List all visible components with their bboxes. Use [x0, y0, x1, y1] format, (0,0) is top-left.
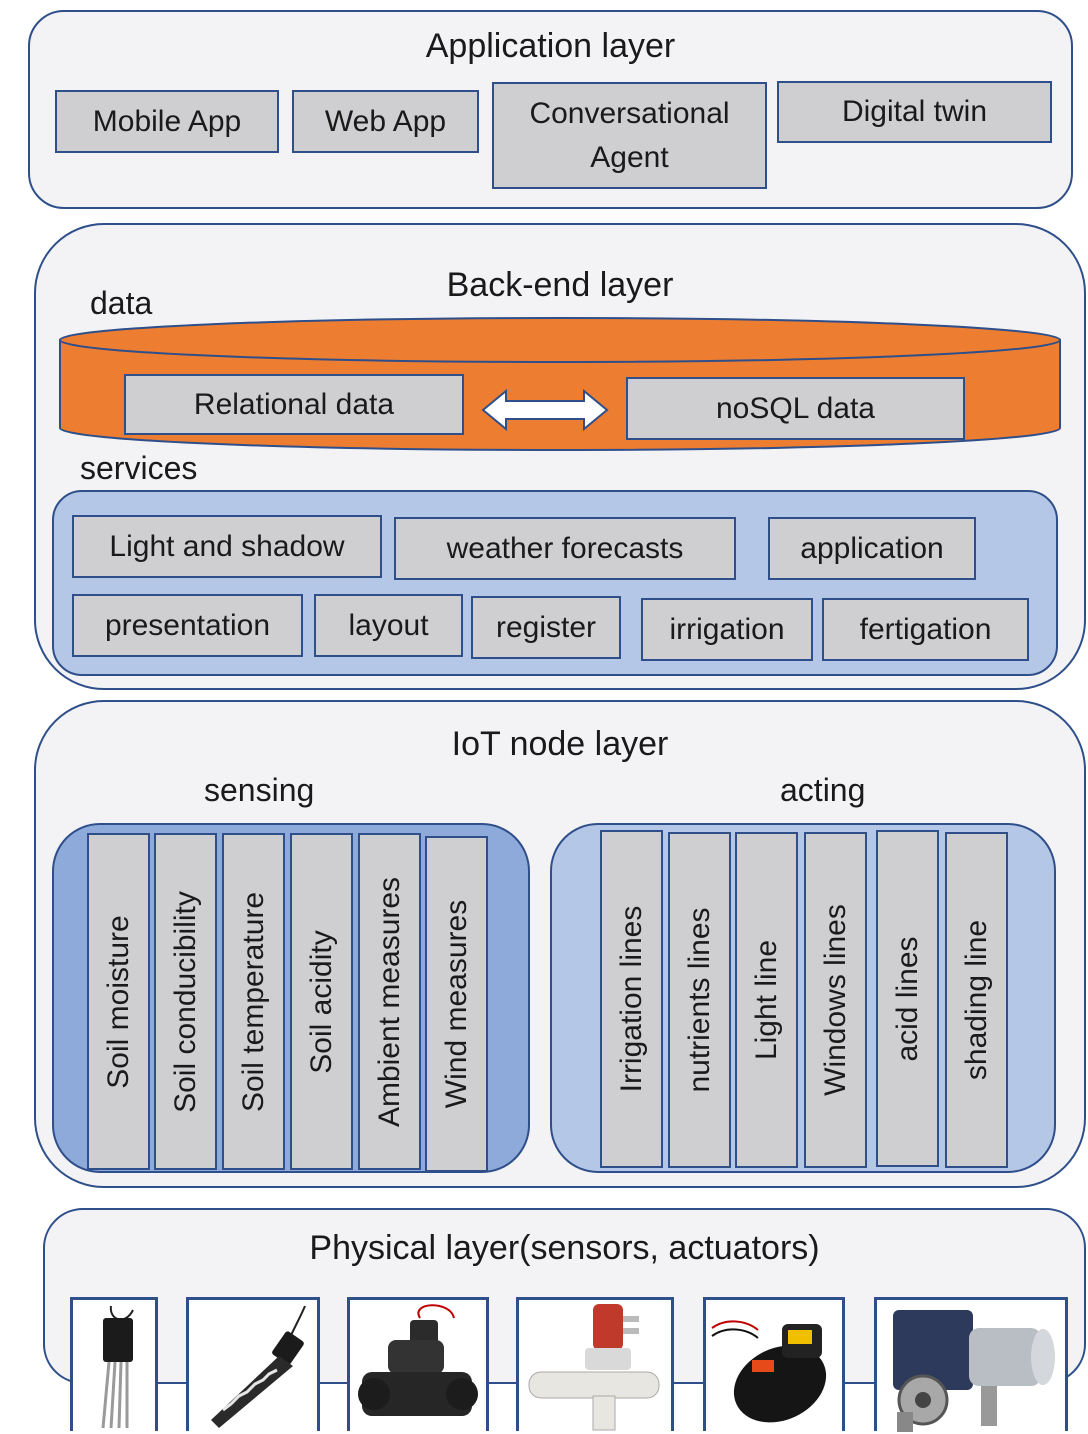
sensing-soil-acidity-label: Soil acidity [304, 929, 338, 1074]
device-solenoid-valve [516, 1297, 674, 1431]
sensing-wind-measures-label: Wind measures [439, 899, 473, 1109]
service-register: register [471, 596, 621, 659]
sensing-soil-moisture: Soil moisture [87, 833, 150, 1170]
sensing-soil-conducibility: Soil conducibility [154, 833, 217, 1170]
acting-nutrients-lines-label: nutrients lines [682, 907, 716, 1093]
relational-data-box: Relational data [124, 374, 464, 435]
diaphragm-pump-icon [711, 1320, 827, 1423]
acting-light-line: Light line [735, 832, 798, 1168]
solenoid-valve-icon [528, 1304, 660, 1431]
moisture-spike-icon [211, 1305, 306, 1428]
acting-light-line-label: Light line [749, 939, 783, 1061]
service-light-and-shadow: Light and shadow [72, 515, 382, 578]
service-weather-forecasts: weather forecasts [394, 517, 736, 580]
gear-motor-icon [893, 1310, 1055, 1432]
acting-irrigation-lines: Irrigation lines [600, 830, 663, 1168]
conversational-agent-box: Conversational Agent [492, 82, 767, 189]
service-presentation: presentation [72, 594, 303, 657]
sensing-soil-moisture-label: Soil moisture [101, 914, 135, 1089]
iot-layer-title: IoT node layer [451, 725, 669, 763]
acting-shading-line: shading line [945, 832, 1008, 1168]
sensing-soil-temperature-label: Soil temperature [236, 891, 270, 1112]
sensing-ambient-measures: Ambient measures [358, 833, 421, 1170]
device-soil-probe [70, 1297, 158, 1431]
application-layer-title: Application layer [425, 27, 676, 65]
service-layout: layout [314, 594, 463, 657]
web-app-box: Web App [292, 90, 479, 153]
service-application: application [768, 517, 976, 580]
acting-acid-lines-label: acid lines [890, 935, 924, 1062]
acting-label: acting [780, 772, 866, 808]
device-gear-motor [874, 1297, 1068, 1432]
acting-shading-line-label: shading line [959, 919, 993, 1081]
services-label: services [80, 450, 198, 486]
sensing-soil-acidity: Soil acidity [290, 833, 353, 1170]
bidirectional-arrow-icon [481, 388, 609, 432]
device-diaphragm-pump [703, 1297, 845, 1431]
acting-windows-lines-label: Windows lines [818, 904, 852, 1096]
physical-layer-title: Physical layer(sensors, actuators) [309, 1229, 820, 1267]
sensing-ambient-measures-label: Ambient measures [372, 876, 406, 1127]
nosql-data-box: noSQL data [626, 377, 965, 440]
acting-irrigation-lines-label: Irrigation lines [614, 905, 648, 1093]
sensing-soil-conducibility-label: Soil conducibility [168, 890, 202, 1113]
irrigation-valve-icon [358, 1304, 478, 1416]
sensing-wind-measures: Wind measures [425, 836, 488, 1172]
device-moisture-spike-sensor [186, 1297, 320, 1431]
digital-twin-box: Digital twin [777, 81, 1052, 143]
soil-probe-icon [101, 1305, 134, 1429]
data-label: data [90, 285, 153, 321]
mobile-app-box: Mobile App [55, 90, 279, 153]
acting-nutrients-lines: nutrients lines [668, 832, 731, 1168]
service-irrigation: irrigation [641, 598, 813, 661]
sensing-label: sensing [204, 772, 315, 808]
service-fertigation: fertigation [822, 598, 1029, 661]
acting-acid-lines: acid lines [876, 830, 939, 1167]
device-irrigation-valve [347, 1297, 489, 1431]
backend-layer-title: Back-end layer [446, 266, 674, 304]
acting-windows-lines: Windows lines [804, 832, 867, 1168]
sensing-soil-temperature: Soil temperature [222, 833, 285, 1170]
